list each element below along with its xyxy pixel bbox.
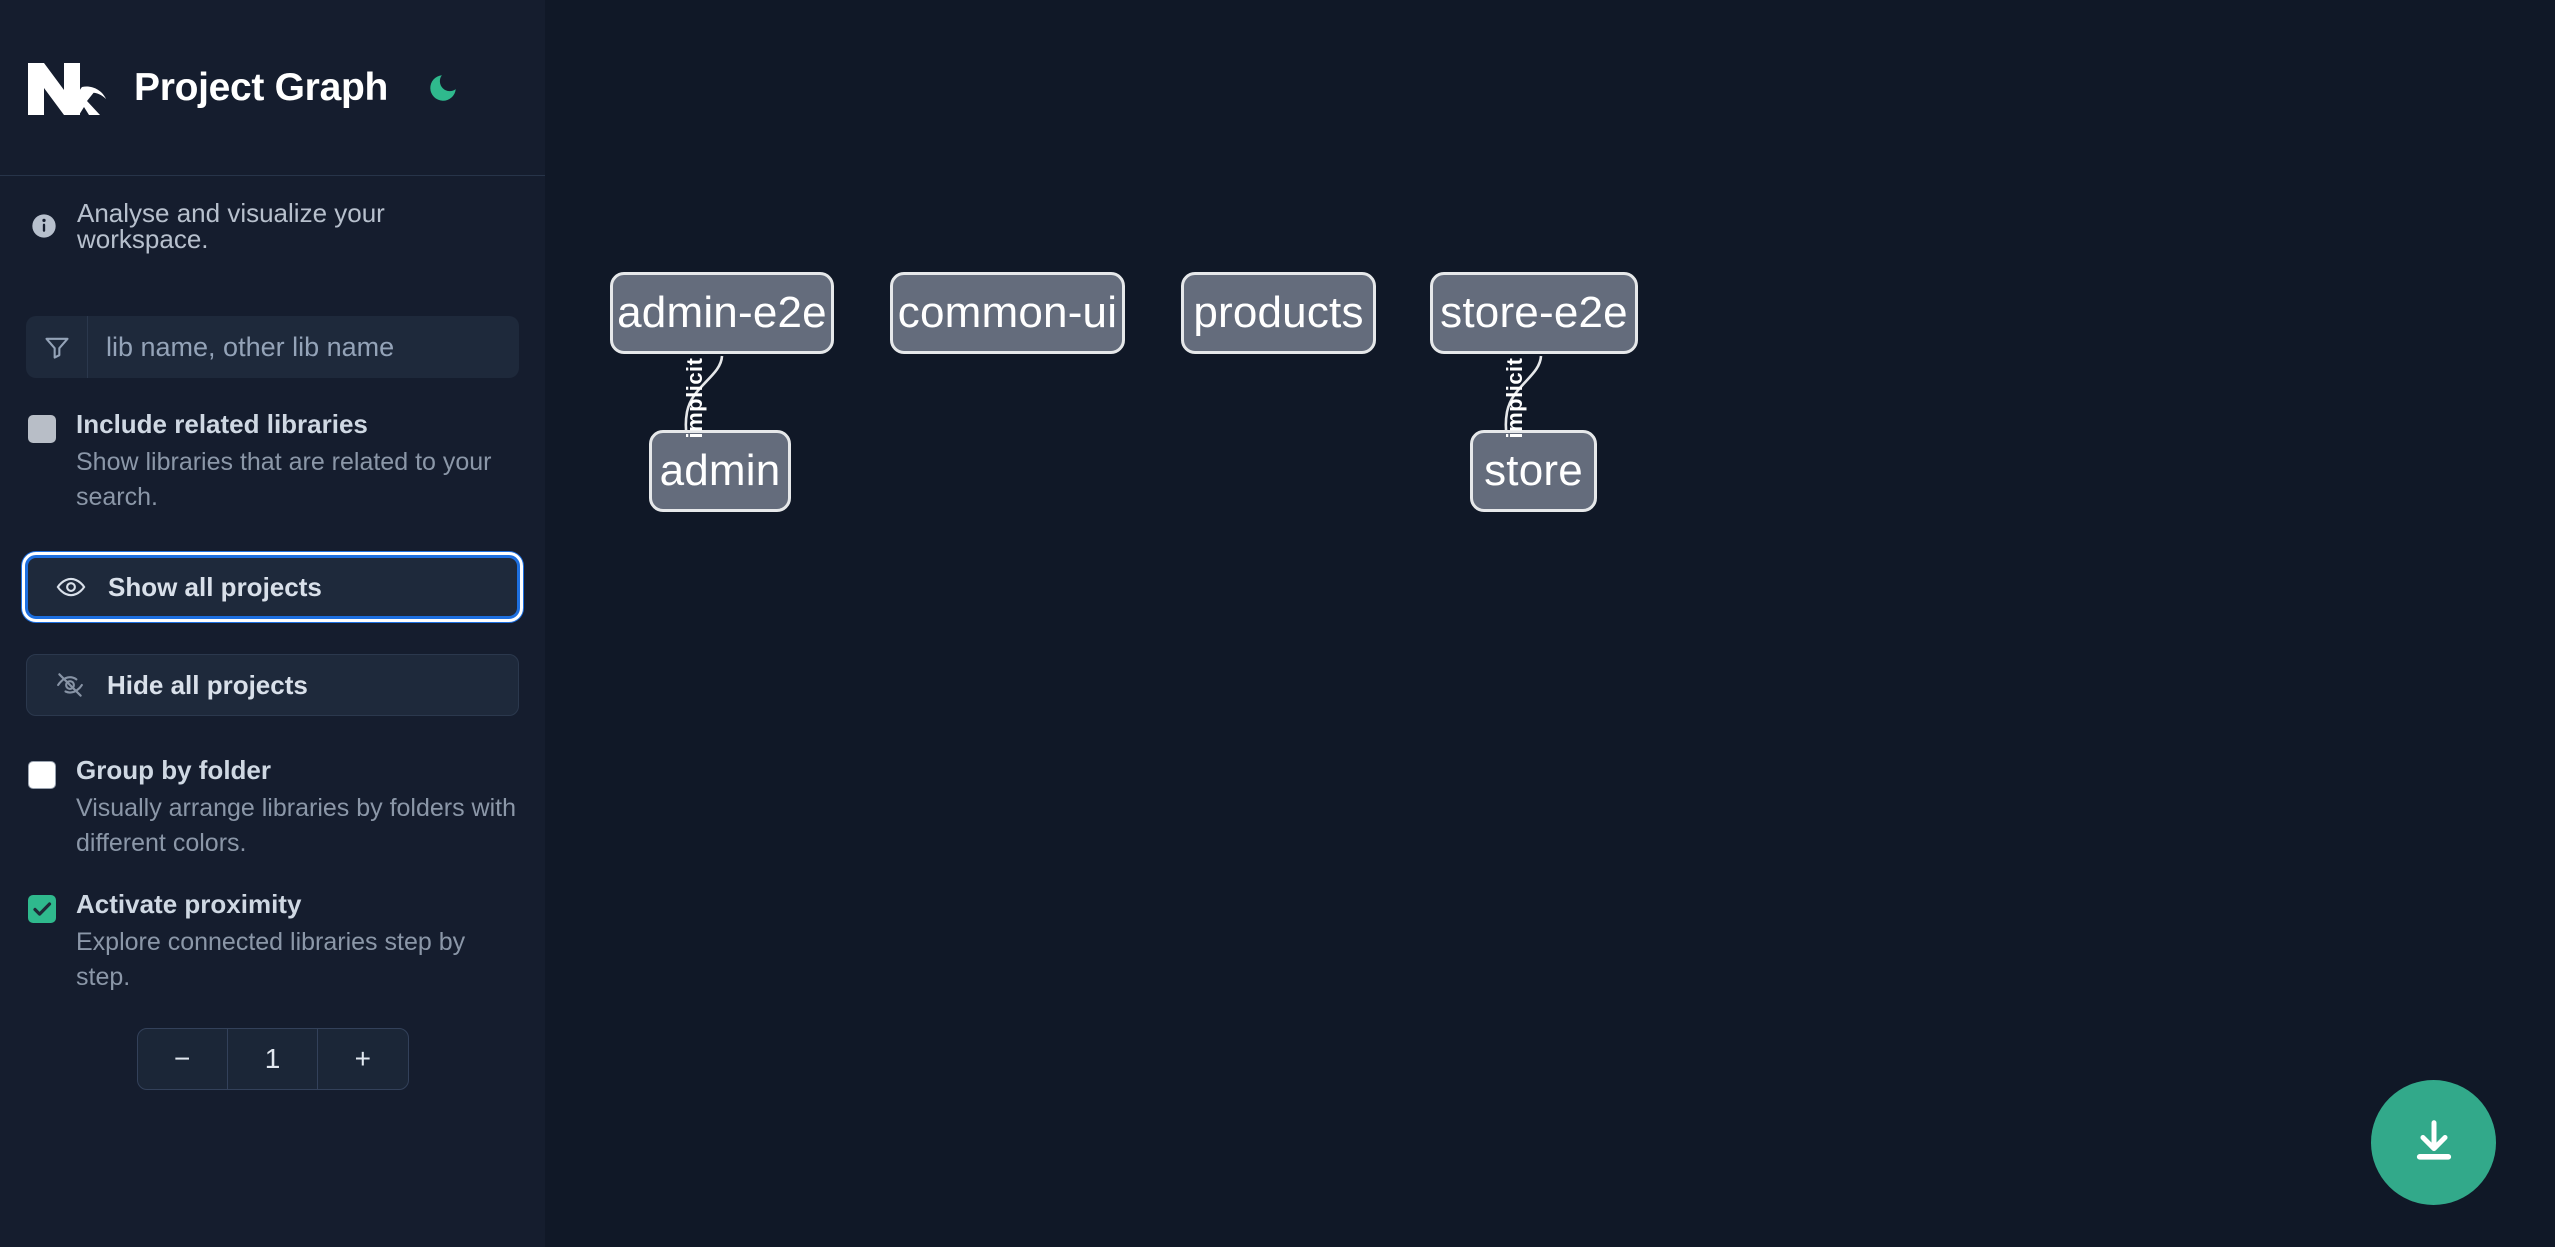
- proximity-value: 1: [226, 1029, 317, 1090]
- option-texts: Activate proximity Explore connected lib…: [76, 890, 519, 994]
- graph-node-admin-e2e[interactable]: admin-e2e: [610, 272, 834, 354]
- proximity-decrement-button[interactable]: −: [173, 1043, 191, 1075]
- info-icon: [30, 212, 58, 240]
- option-title: Activate proximity: [76, 889, 302, 920]
- show-all-projects-button[interactable]: Show all projects: [22, 552, 523, 623]
- option-texts: Include related libraries Show libraries…: [76, 409, 519, 514]
- graph-node-store[interactable]: store: [1470, 430, 1597, 512]
- node-label: products: [1193, 288, 1364, 337]
- download-icon: [2408, 1115, 2460, 1170]
- option-description: Explore connected libraries step by step…: [76, 928, 466, 991]
- page-title: Project Graph: [134, 66, 388, 109]
- proximity-stepper[interactable]: − 1 +: [136, 1028, 409, 1091]
- nx-logo-icon: [26, 57, 110, 119]
- eye-icon: [56, 572, 86, 602]
- include-related-libraries-checkbox[interactable]: [28, 415, 56, 443]
- show-all-projects-label: Show all projects: [108, 571, 322, 602]
- option-description: Show libraries that are related to your …: [76, 448, 492, 511]
- moon-icon[interactable]: [420, 65, 466, 111]
- option-description: Visually arrange libraries by folders wi…: [76, 794, 517, 857]
- option-title: Include related libraries: [76, 409, 368, 439]
- graph-canvas[interactable]: admin-e2e common-ui products store-e2e a…: [545, 0, 2555, 1247]
- graph-node-admin[interactable]: admin: [649, 430, 791, 512]
- filter-funnel-icon: [26, 316, 88, 378]
- tagline-text: Analyse and visualize your workspace.: [77, 198, 385, 254]
- sidebar-body: Analyse and visualize your workspace. In…: [0, 176, 545, 1091]
- node-label: admin-e2e: [617, 288, 827, 337]
- hide-all-projects-label: Hide all projects: [107, 669, 308, 700]
- proximity-increment-button[interactable]: +: [317, 1029, 407, 1090]
- node-label: admin: [659, 446, 781, 495]
- sidebar: Project Graph Analyse and visualize your…: [0, 0, 545, 1247]
- node-label: store: [1484, 446, 1583, 495]
- graph-node-products[interactable]: products: [1181, 272, 1376, 354]
- node-label: store-e2e: [1440, 288, 1628, 337]
- sidebar-header: Project Graph: [0, 0, 545, 176]
- activate-proximity-checkbox[interactable]: [28, 895, 56, 924]
- tagline: Analyse and visualize your workspace.: [26, 176, 519, 276]
- edge-label-admin-implicit: implicit: [682, 357, 707, 439]
- group-by-folder-checkbox[interactable]: [28, 761, 56, 790]
- graph-edges: [682, 355, 1543, 469]
- node-label: common-ui: [897, 288, 1118, 337]
- option-include-related-libraries[interactable]: Include related libraries Show libraries…: [26, 409, 519, 514]
- search-input[interactable]: [88, 316, 519, 378]
- graph-node-common-ui[interactable]: common-ui: [890, 272, 1125, 354]
- search-box[interactable]: [26, 316, 519, 378]
- eye-off-icon: [55, 670, 85, 700]
- option-activate-proximity[interactable]: Activate proximity Explore connected lib…: [26, 890, 519, 994]
- graph-node-store-e2e[interactable]: store-e2e: [1430, 272, 1638, 354]
- option-title: Group by folder: [76, 755, 271, 786]
- option-texts: Group by folder Visually arrange librari…: [76, 755, 519, 860]
- download-graph-button[interactable]: [2371, 1080, 2496, 1205]
- hide-all-projects-button[interactable]: Hide all projects: [26, 654, 519, 717]
- edge-label-store-implicit: implicit: [1502, 357, 1527, 439]
- option-group-by-folder[interactable]: Group by folder Visually arrange librari…: [26, 755, 519, 860]
